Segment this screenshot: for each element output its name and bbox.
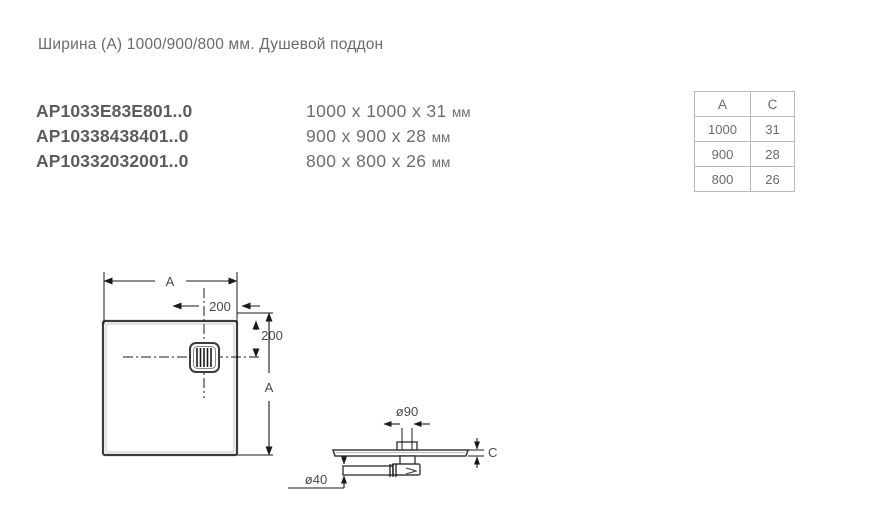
product-dimensions: 800 x 800 x 26 мм (306, 151, 450, 172)
list-item: AP1033E83E801..0 1000 x 1000 x 31 мм (36, 101, 471, 126)
product-dimensions-unit: мм (451, 105, 471, 120)
outlet-pipe (342, 464, 418, 477)
product-code: AP10332032001..0 (36, 151, 189, 171)
spec-table: A C 1000 31 900 28 800 26 (694, 91, 795, 192)
table-cell-a: 800 (694, 166, 751, 192)
drain-riser-lines (401, 428, 413, 450)
dimension-label-offset-x: 200 (209, 299, 231, 314)
dimension-drain-diameter: ø90 (383, 404, 430, 427)
dimension-label-drain-diameter: ø90 (396, 404, 418, 419)
product-dimensions-value: 1000 x 1000 x 31 (306, 101, 447, 121)
table-header-c: C (750, 91, 795, 117)
dimension-outlet-diameter: ø40 (288, 456, 347, 489)
product-dimensions-unit: мм (431, 155, 451, 170)
product-dimensions-value: 900 x 900 x 28 (306, 126, 427, 146)
drain-grate-icon (189, 342, 220, 373)
product-dimensions: 900 x 900 x 28 мм (306, 126, 450, 147)
list-item: AP10332032001..0 800 x 800 x 26 мм (36, 151, 471, 176)
shower-tray-outline (101, 319, 239, 457)
table-row: 800 26 (694, 166, 795, 192)
table-row: 1000 31 (694, 116, 795, 142)
product-dimensions: 1000 x 1000 x 31 мм (306, 101, 471, 122)
dimension-label-thickness-c: C (488, 445, 497, 460)
table-header-a: A (694, 91, 751, 117)
dimension-height-a: A (265, 312, 274, 456)
table-cell-c: 26 (750, 166, 795, 192)
dimension-width-a: A (103, 274, 238, 289)
dimension-offset-y-200: 200 (252, 320, 283, 358)
dimension-label-width-a: A (166, 274, 175, 289)
product-code: AP1033E83E801..0 (36, 101, 193, 121)
table-cell-c: 31 (750, 116, 795, 142)
table-cell-a: 1000 (694, 116, 751, 142)
plan-view-drawing: A 200 200 A (101, 272, 283, 457)
table-cell-c: 28 (750, 141, 795, 167)
tray-profile (331, 449, 470, 457)
list-item: AP10338438401..0 900 x 900 x 28 мм (36, 126, 471, 151)
dimension-label-offset-y: 200 (261, 328, 283, 343)
dimension-label-outlet-diameter: ø40 (305, 472, 327, 487)
product-dimensions-value: 800 x 800 x 26 (306, 151, 427, 171)
product-code: AP10338438401..0 (36, 126, 189, 146)
table-cell-a: 900 (694, 141, 751, 167)
dimension-label-height-a: A (265, 380, 274, 395)
product-dimensions-unit: мм (431, 130, 451, 145)
product-list: AP1033E83E801..0 1000 x 1000 x 31 мм AP1… (36, 101, 471, 176)
page-title: Ширина (A) 1000/900/800 мм. Душевой подд… (38, 36, 384, 53)
table-header-row: A C (694, 91, 795, 117)
table-row: 900 28 (694, 141, 795, 167)
section-view-drawing: ø90 ø40 C (288, 404, 497, 489)
dimension-thickness-c: C (468, 438, 497, 468)
dimension-offset-x-200: 200 (172, 299, 260, 314)
